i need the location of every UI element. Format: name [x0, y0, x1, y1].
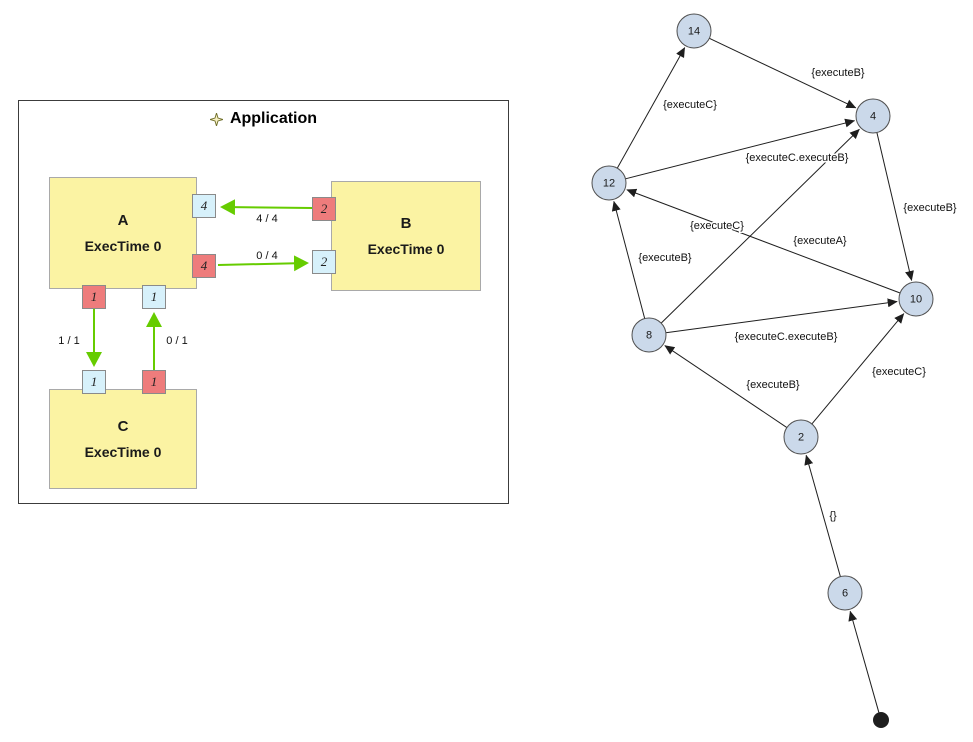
component-A-name: A	[117, 212, 129, 229]
component-B[interactable]: B ExecTime 0	[331, 181, 481, 291]
state-node-label-2: 2	[798, 432, 804, 444]
application-title: Application	[19, 110, 508, 128]
component-B-exectime: ExecTime 0	[367, 241, 445, 257]
port-A-in-from-C[interactable]: 1	[142, 285, 166, 309]
transition-2-to-8	[664, 345, 788, 428]
state-node-12[interactable]: 12	[591, 165, 627, 201]
state-node-label-6: 6	[842, 588, 848, 600]
port-A-out-to-C[interactable]: 1	[82, 285, 106, 309]
state-node-14[interactable]: 14	[676, 13, 712, 49]
initial-state-dot	[873, 712, 889, 728]
channel-label-b-to-a: 4 / 4	[256, 213, 278, 225]
state-node-label-12: 12	[603, 178, 615, 190]
component-B-name: B	[400, 215, 412, 232]
transition-label-2-to-8: {executeB}	[746, 379, 800, 391]
port-C-out-to-A[interactable]: 1	[142, 370, 166, 394]
transition-label-4-to-10: {executeB}	[903, 202, 957, 214]
transition-12-to-4	[625, 118, 856, 180]
application-star-icon	[209, 112, 223, 126]
state-node-10[interactable]: 10	[898, 281, 934, 317]
state-node-label-10: 10	[910, 294, 922, 306]
transition-label-8-to-4: {executeC}	[690, 220, 744, 232]
component-C-exectime: ExecTime 0	[84, 444, 162, 460]
transition-label-12-to-4: {executeC.executeB}	[746, 152, 849, 164]
transition-label-2-to-10: {executeC}	[872, 366, 926, 378]
state-node-8[interactable]: 8	[631, 317, 667, 353]
state-node-4[interactable]: 4	[855, 98, 891, 134]
transition-8-to-10	[665, 298, 898, 334]
transition-init-to-6	[848, 610, 880, 713]
transition-2-to-10	[811, 313, 905, 425]
component-A-exectime: ExecTime 0	[84, 238, 162, 254]
port-A-out-to-B[interactable]: 4	[192, 254, 216, 278]
transition-label-6-to-2: {}	[829, 510, 837, 522]
transition-label-14-to-4: {executeB}	[811, 67, 865, 79]
transition-10-to-12	[626, 188, 901, 294]
transition-8-to-12	[611, 200, 646, 319]
port-A-in-from-B[interactable]: 4	[192, 194, 216, 218]
transition-12-to-14	[616, 47, 686, 169]
state-node-label-8: 8	[646, 330, 652, 342]
component-A[interactable]: A ExecTime 0	[49, 177, 197, 289]
state-node-2[interactable]: 2	[783, 419, 819, 455]
port-C-in-from-A[interactable]: 1	[82, 370, 106, 394]
state-node-6[interactable]: 6	[827, 575, 863, 611]
transition-label-10-to-12: {executeA}	[793, 235, 847, 247]
transition-label-8-to-12: {executeB}	[638, 252, 692, 264]
application-title-text: Application	[229, 110, 318, 127]
application-diagram-frame: Application A ExecTime 0 B ExecTime 0 C …	[18, 100, 509, 504]
state-node-label-14: 14	[688, 26, 700, 38]
transition-4-to-10	[876, 132, 914, 281]
component-C-name: C	[117, 418, 129, 435]
channel-label-a-to-c: 1 / 1	[58, 335, 80, 347]
transition-6-to-2	[804, 454, 841, 577]
port-B-out-to-A[interactable]: 2	[312, 197, 336, 221]
transition-14-to-4	[709, 37, 857, 109]
component-C[interactable]: C ExecTime 0	[49, 389, 197, 489]
transition-8-to-4	[660, 128, 860, 324]
state-node-label-4: 4	[870, 111, 876, 123]
channel-label-c-to-a: 0 / 1	[166, 335, 188, 347]
port-B-in-from-A[interactable]: 2	[312, 250, 336, 274]
transition-label-12-to-14: {executeC}	[663, 99, 717, 111]
transition-label-8-to-10: {executeC.executeB}	[735, 331, 838, 343]
channel-label-a-to-b: 0 / 4	[256, 250, 278, 262]
